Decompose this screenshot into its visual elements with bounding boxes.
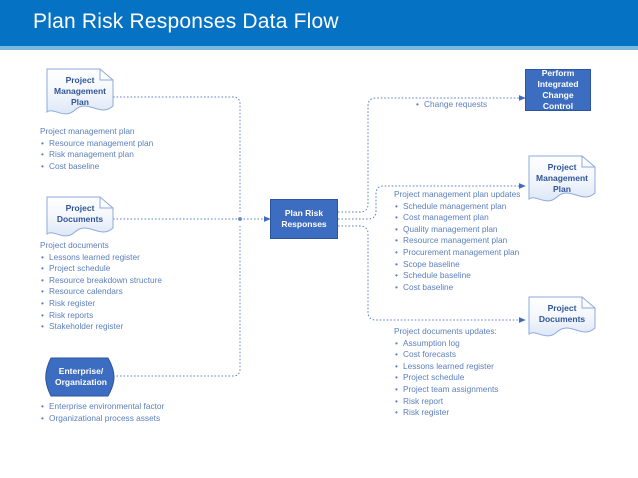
list-project-documents-updates: Project documents updates: Assumption log… <box>394 326 498 419</box>
list-item: Cost baseline <box>394 282 520 294</box>
list-item: Organizational process assets <box>40 413 164 425</box>
connector-junction <box>238 217 242 221</box>
title-bar <box>0 0 638 46</box>
list-item: Cost management plan <box>394 212 520 224</box>
list-item: Assumption log <box>394 338 498 350</box>
list-item: Lessons learned register <box>394 361 498 373</box>
shape-enterprise-organization <box>45 357 115 397</box>
list-item: Change requests <box>415 99 487 111</box>
list-heading: Project management plan <box>40 126 135 136</box>
list-item: Risk reports <box>40 310 162 322</box>
list-item: Resource calendars <box>40 286 162 298</box>
list-item: Cost forecasts <box>394 349 498 361</box>
list-item: Quality management plan <box>394 224 520 236</box>
list-item: Risk management plan <box>40 149 153 161</box>
list-item: Enterprise environmental factor <box>40 401 164 413</box>
list-item: Project schedule <box>40 263 162 275</box>
list-item: Scope baseline <box>394 259 520 271</box>
list-heading: Project documents updates: <box>394 326 497 336</box>
list-item: Schedule management plan <box>394 201 520 213</box>
list-item: Risk register <box>40 298 162 310</box>
list-item: Lessons learned register <box>40 252 162 264</box>
list-pm-plan-inputs: Project management planResource manageme… <box>40 126 153 172</box>
doc-shape-project-documents-input <box>46 196 114 237</box>
doc-shape-project-documents-output <box>528 296 596 337</box>
page-title: Plan Risk Responses Data Flow <box>33 10 339 33</box>
list-item: Resource management plan <box>40 138 153 150</box>
list-heading: Project documents <box>40 240 109 250</box>
list-item: Risk register <box>394 407 498 419</box>
node-enterprise-organization[interactable]: Enterprise/Organization <box>51 358 111 396</box>
list-change-requests: Change requests <box>415 99 487 111</box>
list-item: Stakeholder register <box>40 321 162 333</box>
list-item: Schedule baseline <box>394 270 520 282</box>
doc-shape-pm-plan-output <box>528 155 596 202</box>
list-item: Procurement management plan <box>394 247 520 259</box>
list-item: Risk report <box>394 396 498 408</box>
list-item: Resource management plan <box>394 235 520 247</box>
node-enterprise-organization-label: Enterprise/Organization <box>55 366 107 387</box>
list-project-documents-inputs: Project documentsLessons learned registe… <box>40 240 162 333</box>
title-bar-underline <box>0 46 638 50</box>
list-pm-plan-updates: Project management plan updatesSchedule … <box>394 189 520 293</box>
doc-shape-pm-plan-input <box>46 68 114 115</box>
list-item: Project team assignments <box>394 384 498 396</box>
list-enterprise-inputs: Enterprise environmental factorOrganizat… <box>40 401 164 424</box>
list-heading: Project management plan updates <box>394 189 521 199</box>
list-item: Cost baseline <box>40 161 153 173</box>
list-item: Project schedule <box>394 372 498 384</box>
list-item: Resource breakdown structure <box>40 275 162 287</box>
